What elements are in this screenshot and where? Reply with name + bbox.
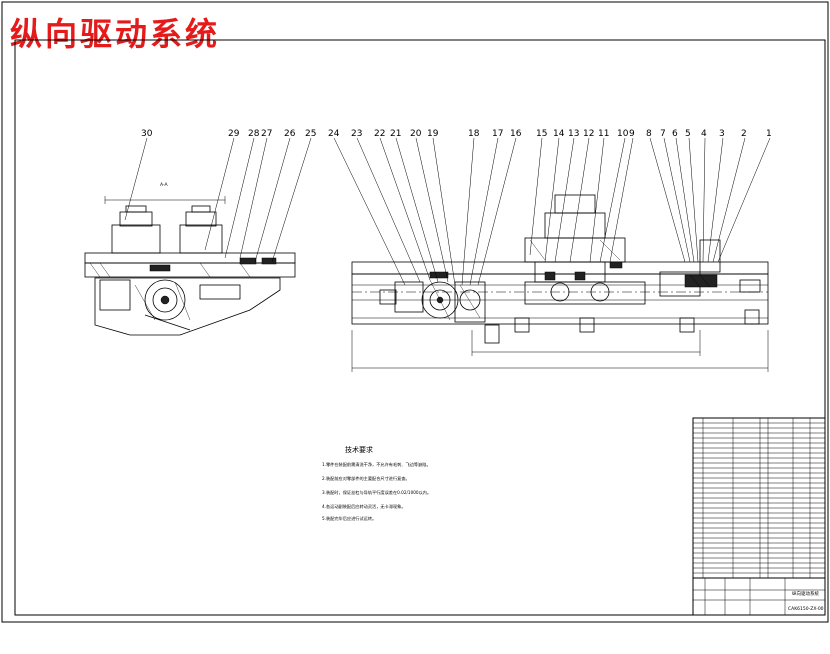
- callout-18: 18: [468, 129, 480, 139]
- callout-labels: 30 29 28 27 26 25 24 23 22 21 20 19 18 1…: [141, 129, 772, 139]
- callout-9: 9: [629, 129, 635, 139]
- note-line-3: 3.装配时，保证丝杠与导轨平行度误差在0.02/1000以内。: [322, 489, 431, 496]
- leader-lines: [124, 137, 771, 286]
- callout-15: 15: [536, 129, 547, 139]
- technical-notes: 技术要求 1.零件在装配前需清洗干净，不允许有毛刺、飞边等缺陷。 2.装配前应对…: [322, 445, 431, 522]
- callout-16: 16: [510, 129, 522, 139]
- callout-13: 13: [568, 129, 579, 139]
- inner-border: [14, 39, 826, 616]
- callout-22: 22: [374, 129, 385, 139]
- parts-list-table: [692, 417, 826, 579]
- section-view-a-a: A-A: [84, 182, 296, 336]
- callout-12: 12: [583, 129, 594, 139]
- callout-8: 8: [646, 129, 652, 139]
- callout-11: 11: [598, 129, 609, 139]
- callout-28: 28: [248, 129, 260, 139]
- callout-3: 3: [719, 129, 725, 139]
- callout-19: 19: [427, 129, 439, 139]
- callout-5: 5: [685, 129, 691, 139]
- note-line-1: 1.零件在装配前需清洗干净，不允许有毛刺、飞边等缺陷。: [322, 461, 431, 468]
- callout-14: 14: [553, 129, 565, 139]
- callout-10: 10: [617, 129, 629, 139]
- note-line-2: 2.装配前应对零部件的主要配合尺寸进行复查。: [322, 475, 410, 482]
- section-label: A-A: [160, 182, 169, 188]
- callout-25: 25: [305, 129, 316, 139]
- title-block-number: CAK6150-ZX-00: [788, 606, 824, 612]
- outer-border: [1, 1, 829, 623]
- note-line-4: 4.各运动副装配后应转动灵活，无卡滞现象。: [322, 503, 406, 510]
- callout-17: 17: [492, 129, 503, 139]
- front-view: [351, 194, 769, 372]
- title-block-name: 纵向驱动系统: [792, 590, 819, 597]
- callout-21: 21: [390, 129, 401, 139]
- callout-20: 20: [410, 129, 422, 139]
- note-line-5: 5.装配完毕后应进行试运转。: [322, 515, 376, 522]
- callout-26: 26: [284, 129, 296, 139]
- title-block: 纵向驱动系统 CAK6150-ZX-00: [692, 577, 826, 616]
- callout-29: 29: [228, 129, 240, 139]
- callout-7: 7: [660, 129, 666, 139]
- callout-6: 6: [672, 129, 678, 139]
- callout-1: 1: [766, 129, 772, 139]
- callout-23: 23: [351, 129, 362, 139]
- callout-27: 27: [261, 129, 272, 139]
- notes-heading: 技术要求: [345, 445, 373, 454]
- callout-30: 30: [141, 129, 153, 139]
- callout-24: 24: [328, 129, 340, 139]
- drawing-title: 纵向驱动系统: [10, 15, 221, 53]
- callout-4: 4: [701, 129, 707, 139]
- callout-2: 2: [741, 129, 747, 139]
